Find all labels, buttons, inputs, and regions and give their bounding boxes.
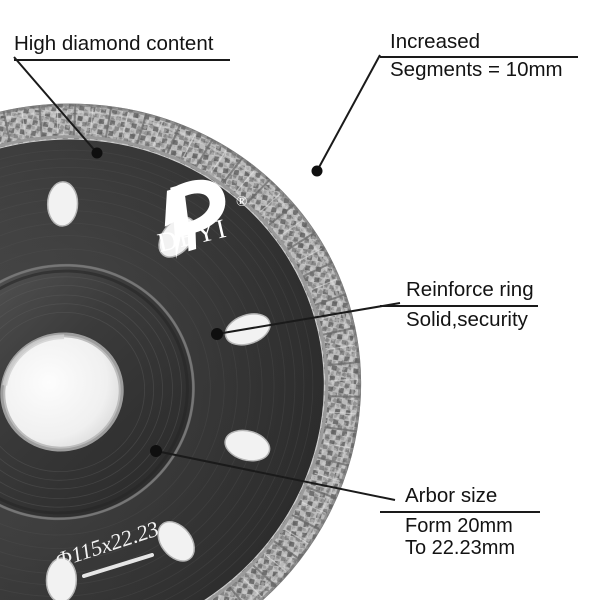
vent-hole	[224, 429, 271, 462]
callout-label-arbor-to: To 22.23mm	[405, 537, 516, 560]
callout-label-arbor-size: Arbor size	[405, 484, 498, 507]
callout-label-solid-security: Solid,security	[406, 307, 528, 331]
callout-high-diamond-content: High diamond content	[14, 32, 230, 61]
leader-dot-reinforce-ring	[211, 328, 223, 340]
leader-dots	[91, 147, 323, 457]
leader-dot-increased-segments	[311, 165, 323, 177]
callout-rule-arbor-size	[380, 510, 540, 513]
leader-line-high-diamond-content	[13, 56, 98, 154]
callout-label-arbor-from: Form 20mm	[405, 514, 513, 537]
callout-label-increased: Increased	[390, 30, 481, 53]
callout-rule-increased-segments	[380, 55, 578, 58]
leader-line-reinforce-ring	[216, 302, 401, 335]
callout-arbor-size: Arbor size Form 20mm To 22.23mm	[380, 484, 540, 560]
callout-rule-high-diamond-content	[14, 58, 230, 61]
callout-label-high-diamond-content: High diamond content	[14, 32, 214, 55]
leader-dot-high-diamond-content	[91, 147, 103, 159]
callout-label-reinforce-ring: Reinforce ring	[406, 278, 534, 301]
callout-label-segments-size: Segments = 10mm	[390, 57, 563, 81]
callout-rule-reinforce-ring	[380, 304, 538, 307]
vent-hole	[46, 181, 79, 227]
vent-hole	[45, 557, 78, 600]
leader-lines	[13, 54, 401, 501]
callout-increased-segments: Increased Segments = 10mm	[380, 30, 578, 82]
leader-line-increased-segments	[316, 54, 381, 172]
vent-hole	[157, 521, 195, 562]
leader-line-arbor-size	[155, 450, 396, 501]
callout-reinforce-ring: Reinforce ring Solid,security	[380, 278, 538, 332]
leader-dot-arbor-size	[150, 445, 162, 457]
